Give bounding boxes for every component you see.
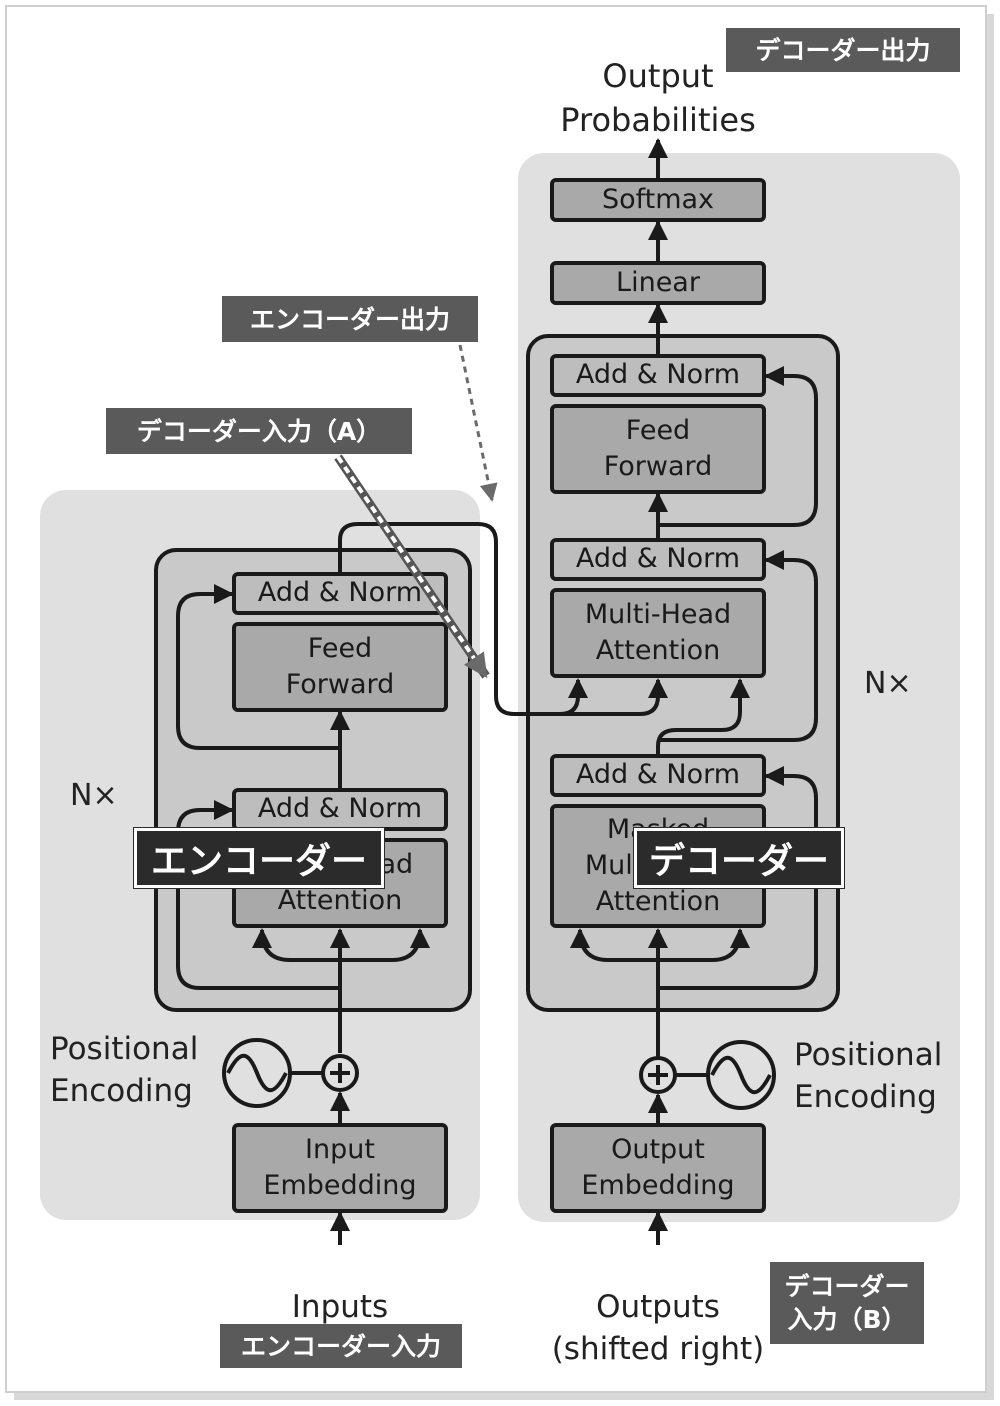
tag-encoder-output: エンコーダー出力 bbox=[222, 296, 478, 342]
input-embedding: Input Embedding bbox=[263, 1133, 417, 1201]
encoder-stack bbox=[154, 548, 472, 1012]
inputs-label: Inputs bbox=[291, 1289, 389, 1325]
decoder-cross-attention-box bbox=[550, 588, 766, 678]
tag-decoder-output: デコーダー出力 bbox=[726, 28, 960, 72]
decoder-connectors bbox=[570, 138, 818, 1245]
softmax: Softmax bbox=[601, 183, 715, 215]
output-embedding: Output Embedding bbox=[581, 1133, 735, 1201]
encoder-addnorm-top-box bbox=[232, 572, 448, 615]
decoder-addnorm-middle: Add & Norm bbox=[575, 543, 741, 575]
outputs-label: Outputs (shifted right) bbox=[551, 1289, 765, 1368]
decoder-nx: N× bbox=[864, 666, 912, 701]
encoder-positional-encoding: Positional Encoding bbox=[50, 1031, 199, 1110]
encoder-output-pointer bbox=[458, 344, 498, 502]
encoder-nx: N× bbox=[70, 778, 118, 813]
encoder-addnorm-top: Add & Norm bbox=[257, 577, 423, 609]
decoder-cross-attention: Multi-Head Attention bbox=[584, 598, 732, 666]
decoder-input-a-pointer bbox=[336, 455, 488, 678]
output-probabilities-label: Output Probabilities bbox=[560, 57, 756, 139]
encoder-feedforward: Feed Forward bbox=[285, 632, 395, 700]
encoder-connectors bbox=[176, 522, 668, 1245]
decoder-big-label: デコーダー bbox=[634, 828, 844, 888]
decoder-addnorm-bottom: Add & Norm bbox=[575, 759, 741, 791]
encoder-addnorm-bottom: Add & Norm bbox=[257, 793, 423, 825]
decoder-addnorm-top: Add & Norm bbox=[575, 359, 741, 391]
decoder-positional-encoding: Positional Encoding bbox=[794, 1037, 943, 1116]
decoder-feedforward: Feed Forward bbox=[603, 414, 713, 482]
linear: Linear bbox=[616, 266, 700, 298]
tag-decoder-input-b: デコーダー 入力（B） bbox=[770, 1262, 924, 1344]
tag-decoder-input-a: デコーダー入力（A） bbox=[106, 408, 412, 454]
encoder-big-label: エンコーダー bbox=[134, 828, 384, 888]
tag-encoder-input: エンコーダー入力 bbox=[220, 1324, 462, 1368]
